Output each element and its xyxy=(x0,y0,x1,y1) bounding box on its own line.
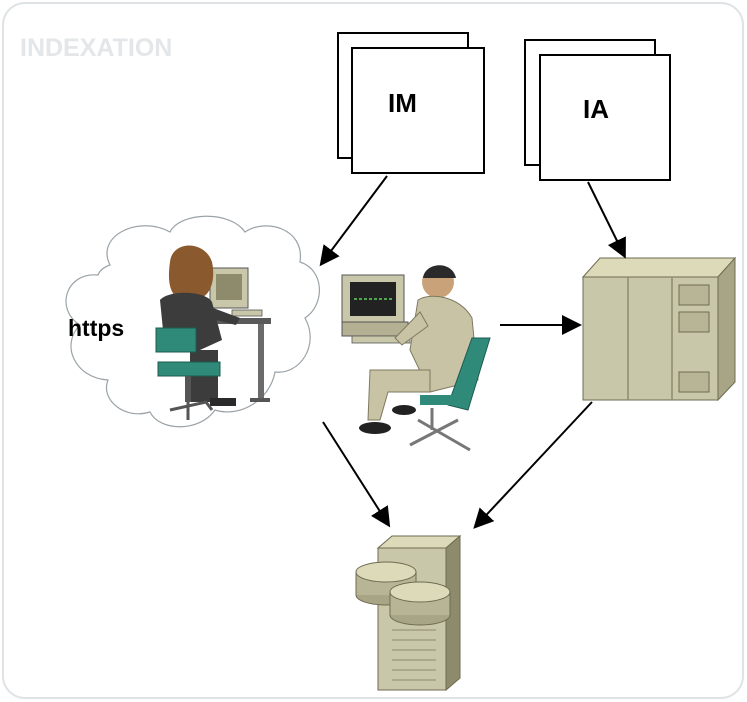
arrow-cloud-to-database xyxy=(322,421,391,528)
ia-document-label: IA xyxy=(583,94,609,124)
im-document-label: IM xyxy=(388,88,417,118)
arrow-ia-to-mainframe xyxy=(587,181,626,259)
im-document-stack xyxy=(337,32,485,174)
arrow-mainframe-to-database xyxy=(473,401,593,529)
man-workstation xyxy=(341,265,491,452)
https-cloud-label: https xyxy=(68,315,125,341)
woman-workstation xyxy=(155,245,271,420)
mainframe-cabinet xyxy=(581,256,737,402)
arrow-im-to-cloud xyxy=(319,175,388,267)
database-server xyxy=(355,534,462,692)
ia-document-stack xyxy=(524,39,671,181)
diagram-title: INDEXATION xyxy=(20,34,173,62)
